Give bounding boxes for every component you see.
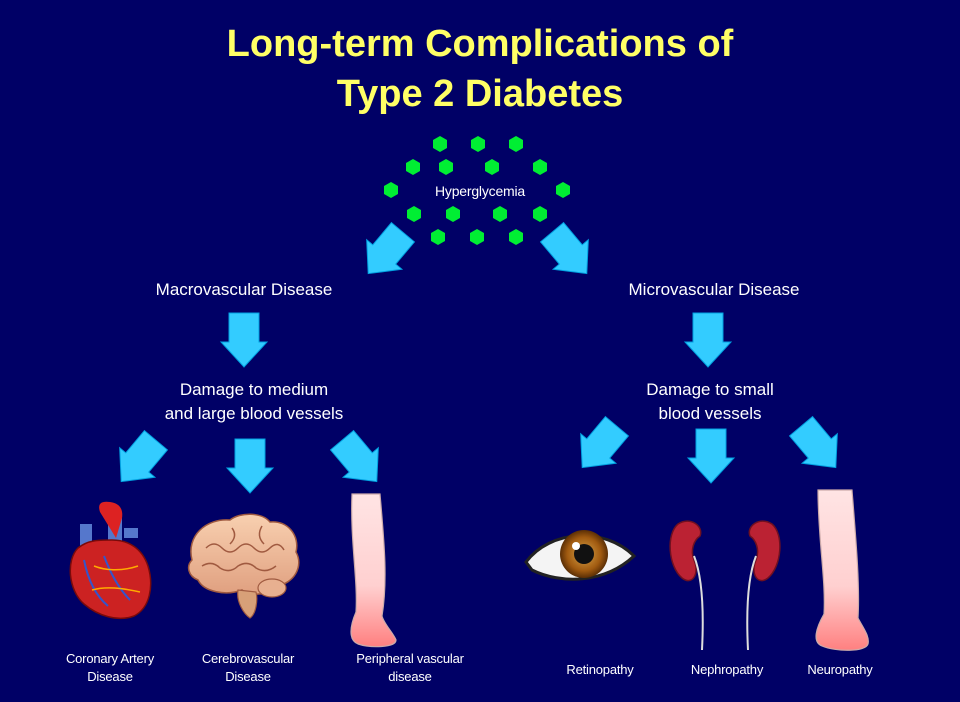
arrow-cerebro-icon <box>226 438 274 494</box>
macro-mechanism-line-2: and large blood vessels <box>164 404 344 423</box>
microvascular-label: Microvascular Disease <box>628 280 800 299</box>
brain-icon <box>187 513 300 619</box>
cerebrovascular-label-line-2: Disease <box>225 669 271 684</box>
peripheral-label-line-2: disease <box>388 669 432 684</box>
kidneys-icon <box>669 520 781 651</box>
leg-icon-macro <box>350 493 397 648</box>
peripheral-label-line-1: Peripheral vascular <box>356 651 464 666</box>
arrow-nephropathy-icon <box>687 428 735 484</box>
micro-mechanism-line-2: blood vessels <box>658 404 762 423</box>
coronary-label-line-2: Disease <box>87 669 133 684</box>
macrovascular-label: Macrovascular Disease <box>155 280 333 299</box>
heart-icon <box>69 501 152 620</box>
macro-mechanism-line-1: Damage to medium <box>179 380 329 399</box>
eye-icon <box>524 530 637 581</box>
leg-icon-micro <box>815 489 869 651</box>
cerebrovascular-label-line-1: Cerebrovascular <box>201 651 295 666</box>
arrow-micro-mechanism-icon <box>684 312 732 368</box>
arrow-macro-mechanism-icon <box>220 312 268 368</box>
arrow-coronary-icon <box>103 424 175 497</box>
arrow-peripheral-icon <box>323 424 395 497</box>
nephropathy-label: Nephropathy <box>690 662 764 677</box>
retinopathy-label: Retinopathy <box>566 662 634 677</box>
hyperglycemia-label: Hyperglycemia <box>435 183 525 199</box>
micro-mechanism-line-1: Damage to small <box>646 380 774 399</box>
neuropathy-label: Neuropathy <box>807 662 873 677</box>
title-line-1: Long-term Complications of <box>226 23 734 65</box>
coronary-label-line-1: Coronary Artery <box>65 651 155 666</box>
title-line-2: Type 2 Diabetes <box>336 73 624 115</box>
